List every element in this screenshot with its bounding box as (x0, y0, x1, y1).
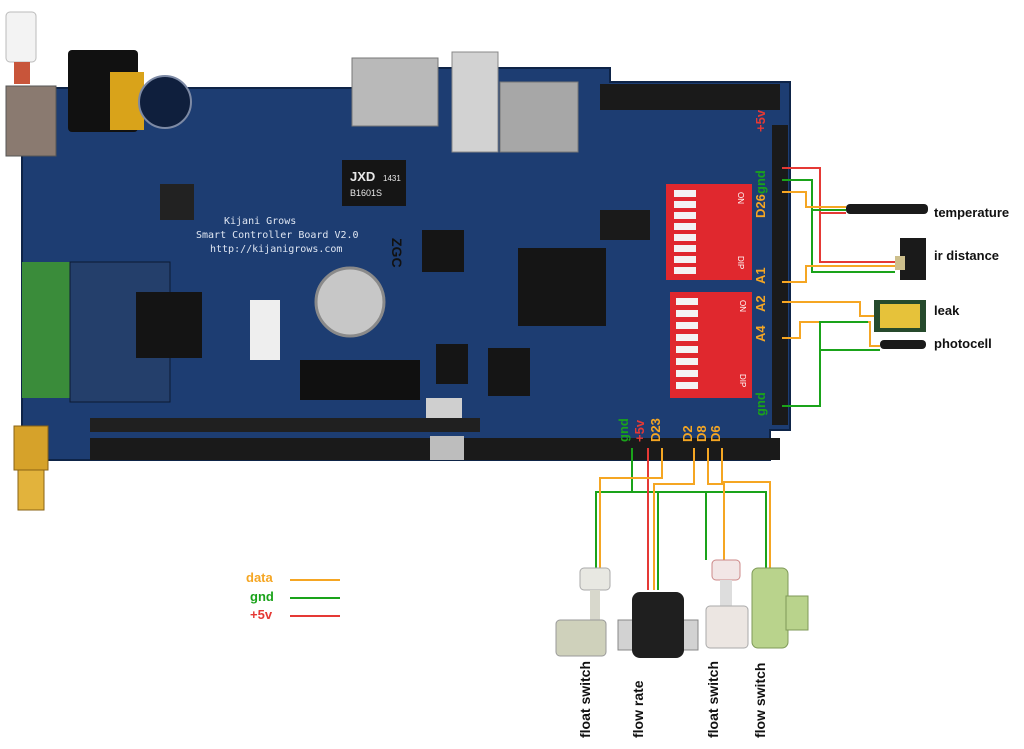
label-ir-distance: ir distance (934, 248, 999, 263)
pin-plus5v-bottom: +5v (632, 419, 647, 442)
label-photocell: photocell (934, 336, 992, 351)
flow-rate-sensor (617, 592, 699, 658)
pin-a4: A4 (753, 325, 768, 342)
pin-a1: A1 (753, 267, 768, 284)
legend-data-label: data (246, 570, 274, 585)
chip-brand: JXD (350, 169, 375, 184)
leak-sensor (874, 300, 926, 332)
legend-plus5v-label: +5v (250, 607, 273, 622)
antenna-base (5, 85, 57, 157)
label-leak: leak (934, 303, 960, 318)
pin-d8: D8 (694, 425, 709, 442)
dip2-on-label: ON (738, 300, 747, 312)
pin-d2: D2 (680, 425, 695, 442)
sma-thread (17, 469, 45, 511)
ir-distance-sensor (895, 238, 926, 280)
float-switch-1 (555, 567, 611, 657)
pin-gnd-bottom: gnd (616, 418, 631, 442)
coin-battery (314, 266, 386, 338)
label-float-switch-1: float switch (577, 661, 593, 738)
sd-card-slot (499, 81, 579, 153)
label-flow-rate: flow rate (630, 680, 646, 738)
usb-port-2 (451, 51, 499, 153)
micro-usb (430, 436, 464, 460)
dip1-dip-label: DIP (736, 256, 745, 269)
dip2-dip-label: DIP (738, 374, 747, 387)
bottom-header-inner (90, 418, 480, 432)
small-chip (488, 348, 530, 396)
pin-d6: D6 (708, 425, 723, 442)
right-header (772, 125, 788, 425)
antenna-cap (5, 11, 37, 63)
dip-switch-2[interactable] (670, 292, 752, 398)
slide-switch (426, 398, 462, 418)
photocell-sensor (880, 340, 926, 349)
usb-port (351, 57, 439, 127)
pin-d26: D26 (753, 194, 768, 218)
icsp-header (600, 210, 650, 240)
controller-board: JXD 1431 B1601S Kijani Grows Smart Contr… (5, 11, 791, 511)
wires-bottom (595, 448, 771, 590)
board-name-1: Kijani Grows (224, 216, 296, 227)
bottom-pin-labels: gnd +5v D23 D2 D8 D6 (616, 418, 723, 442)
mcu-chip (422, 230, 464, 272)
chip-code: B1601S (350, 188, 382, 198)
dip-switch-1[interactable] (666, 184, 752, 280)
wifi-module (22, 262, 70, 398)
main-processor (518, 248, 606, 326)
zigbee-label: ZGC (389, 238, 405, 268)
flow-switch-sensor (751, 567, 809, 649)
pin-a2: A2 (753, 295, 768, 312)
top-header (600, 84, 780, 110)
sma-connector (13, 425, 49, 471)
inductor (160, 184, 194, 220)
pin-gnd-right-bottom: gnd (753, 392, 768, 416)
label-temperature: temperature (934, 205, 1009, 220)
pin-d23: D23 (648, 418, 663, 442)
module-chip (136, 292, 202, 358)
board-name-2: Smart Controller Board V2.0 (196, 230, 359, 241)
small-chip-2 (436, 344, 468, 384)
antenna-spring (14, 62, 30, 84)
label-sticker (250, 300, 280, 360)
label-flow-switch: flow switch (752, 663, 768, 738)
pin-plus5v-right: +5v (753, 109, 768, 132)
board-url: http://kijanigrows.com (210, 244, 342, 255)
temperature-sensor (846, 204, 928, 214)
dip1-on-label: ON (736, 192, 745, 204)
jxd-chip (342, 160, 406, 206)
capacitor (138, 75, 192, 129)
label-float-switch-2: float switch (705, 661, 721, 738)
right-pin-labels: +5v gnd D26 A1 A2 A4 gnd (753, 109, 768, 416)
pin-gnd-right-top: gnd (753, 170, 768, 194)
led-strip (300, 360, 420, 400)
legend: data gnd +5v (246, 570, 340, 622)
chip-suffix: 1431 (383, 174, 401, 183)
wires-right (782, 167, 895, 407)
legend-gnd-label: gnd (250, 589, 274, 604)
float-switch-2 (705, 559, 749, 649)
